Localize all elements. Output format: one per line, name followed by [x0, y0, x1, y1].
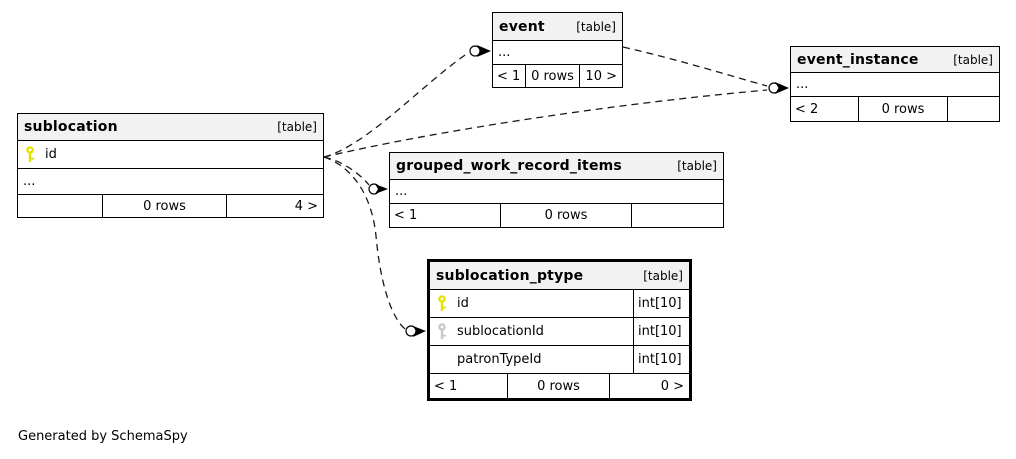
footer-children: 0 >	[660, 378, 684, 394]
table-event-instance-footer: < 2 0 rows	[791, 97, 999, 121]
table-sublocation[interactable]: sublocation [table] id ... 0 rows 4 >	[17, 113, 324, 218]
table-name[interactable]: event	[499, 18, 545, 35]
footer-children	[948, 97, 999, 121]
footer-parents: < 1	[394, 208, 418, 223]
table-name[interactable]: sublocation	[24, 119, 118, 135]
column-row-id: id int[10]	[430, 290, 689, 318]
table-type-tag: [table]	[643, 268, 683, 283]
column-name: patronTypeId	[457, 352, 542, 367]
table-sublocation-ptype[interactable]: sublocation_ptype [table] id int[10]	[427, 259, 692, 401]
table-event-header: event [table]	[493, 13, 622, 41]
table-type-tag: [table]	[576, 19, 616, 34]
edge-sublocation-event-instance	[323, 89, 768, 158]
columns-ellipsis: ...	[18, 169, 323, 195]
column-name: id	[457, 296, 469, 311]
edge-endpoint-arrow	[775, 82, 789, 94]
table-sublocation-ptype-footer: < 1 0 rows 0 >	[430, 374, 689, 398]
footer-parents: < 1	[434, 378, 458, 394]
footer-parents: < 2	[795, 101, 819, 117]
footer-parents: < 1	[497, 68, 521, 84]
edge-endpoint-arrow	[375, 184, 388, 194]
table-type-tag: [table]	[953, 52, 993, 67]
column-name: sublocationId	[457, 324, 544, 339]
columns-ellipsis: ...	[493, 41, 622, 65]
footer-rowcount: 0 rows	[858, 97, 948, 121]
table-event-footer: < 1 0 rows 10 >	[493, 65, 622, 87]
edge-event-event-instance	[622, 46, 768, 87]
table-sublocation-ptype-header: sublocation_ptype [table]	[430, 262, 689, 290]
primary-key-icon	[437, 295, 448, 312]
table-sublocation-footer: 0 rows 4 >	[18, 195, 323, 217]
footer-parents	[18, 195, 102, 217]
column-type: int[10]	[633, 346, 689, 373]
column-name: id	[45, 147, 57, 162]
table-sublocation-header: sublocation [table]	[18, 114, 323, 141]
edge-sublocation-sublocation-ptype	[323, 156, 406, 330]
table-grouped-work-record-items-footer: < 1 0 rows	[390, 204, 723, 227]
column-row-id: id	[18, 141, 323, 169]
footer-rowcount: 0 rows	[525, 65, 580, 87]
footer-rowcount: 0 rows	[507, 374, 610, 398]
table-event[interactable]: event [table] ... < 1 0 rows 10 >	[492, 12, 623, 88]
generated-by-note: Generated by SchemaSpy	[18, 429, 188, 444]
edge-endpoint-arrow	[413, 326, 426, 337]
column-type: int[10]	[633, 290, 689, 317]
footer-rowcount: 0 rows	[500, 204, 632, 227]
table-event-instance-header: event_instance [table]	[791, 47, 999, 73]
table-event-instance[interactable]: event_instance [table] ... < 2 0 rows	[790, 46, 1000, 122]
footer-children: 10 >	[585, 68, 617, 84]
table-name[interactable]: sublocation_ptype	[436, 267, 584, 284]
footer-children	[632, 204, 723, 227]
table-grouped-work-record-items-header: grouped_work_record_items [table]	[390, 153, 723, 180]
table-grouped-work-record-items[interactable]: grouped_work_record_items [table] ... < …	[389, 152, 724, 228]
column-row-patron-type-id: patronTypeId int[10]	[430, 346, 689, 374]
table-name[interactable]: grouped_work_record_items	[396, 158, 622, 174]
column-row-sublocation-id: sublocationId int[10]	[430, 318, 689, 346]
foreign-key-icon	[437, 323, 448, 340]
table-type-tag: [table]	[677, 159, 717, 173]
table-type-tag: [table]	[277, 120, 317, 134]
edge-endpoint-circle	[469, 45, 481, 57]
columns-ellipsis: ...	[390, 180, 723, 204]
primary-key-icon	[25, 146, 36, 163]
edge-sublocation-event	[323, 52, 469, 158]
footer-rowcount: 0 rows	[102, 195, 227, 217]
edge-endpoint-arrow	[477, 45, 491, 57]
columns-ellipsis: ...	[791, 73, 999, 97]
footer-children: 4 >	[294, 198, 318, 214]
table-name[interactable]: event_instance	[797, 51, 919, 68]
column-type: int[10]	[633, 318, 689, 345]
